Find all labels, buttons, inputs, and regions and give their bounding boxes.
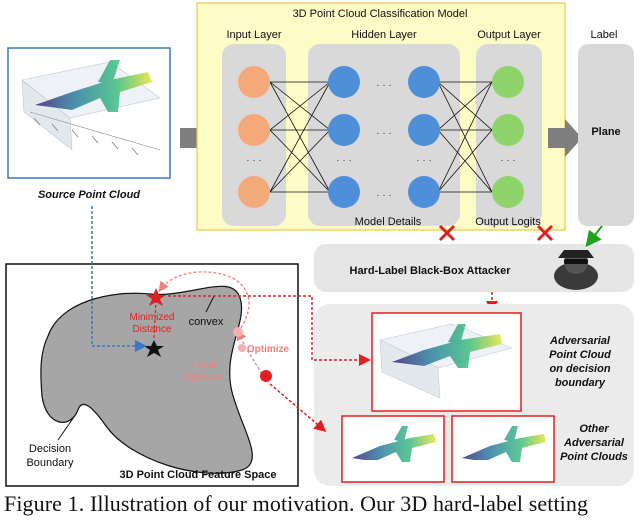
convex-label: convex [189, 316, 224, 328]
decision-boundary-pointer [57, 413, 77, 441]
adv-on-boundary-2: Point Cloud [549, 349, 611, 361]
input-node [238, 176, 270, 208]
local-optimum-point-2 [238, 344, 246, 352]
blocked-model-details-icon [438, 224, 456, 242]
decision-region [40, 285, 253, 474]
label-header: Label [591, 29, 618, 41]
hacker-icon [554, 250, 598, 290]
distance-line [153, 299, 157, 341]
blocked-output-logits-icon [536, 224, 554, 242]
attacker-panel: Hard-Label Black-Box Attacker [314, 224, 634, 313]
source-point-cloud-panel: Source Point Cloud [7, 47, 171, 201]
adv-other-2: Adversarial [563, 437, 625, 449]
classification-model: 3D Point Cloud Classification Model Inpu… [196, 2, 566, 231]
output-logits-label: Output Logits [475, 216, 541, 228]
output-dots: · · · [500, 155, 516, 166]
optimize-label: Optimize [247, 344, 290, 355]
hidden-node [408, 176, 440, 208]
hidden-node [328, 114, 360, 146]
input-node [238, 66, 270, 98]
input-layer-label: Input Layer [226, 29, 281, 41]
source-to-feature-arrow [91, 206, 147, 352]
adversarial-other-plot-2 [451, 415, 555, 483]
minimized-distance-2: Distance [133, 324, 172, 335]
arrow-model-to-label [548, 119, 582, 157]
label-value: Plane [591, 126, 620, 138]
source-caption: Source Point Cloud [38, 189, 140, 201]
adv-on-boundary-4: boundary [555, 377, 606, 389]
model-title: 3D Point Cloud Classification Model [293, 8, 468, 20]
minimize-path [158, 271, 250, 333]
adversarial-main-plot [371, 312, 522, 412]
start-point [260, 370, 272, 382]
output-layer-label: Output Layer [477, 29, 541, 41]
hidden-node [328, 66, 360, 98]
local-optimum-1: Local [192, 360, 216, 371]
output-nodes [492, 66, 524, 208]
input-nodes [238, 66, 270, 208]
input-dots: · · · [246, 155, 262, 166]
adv-on-boundary-1: Adversarial [549, 335, 611, 347]
hidden-layer-label: Hidden Layer [351, 29, 417, 41]
model-details-label: Model Details [355, 216, 422, 228]
decision-boundary-1: Decision [29, 443, 71, 455]
source-plane-points [35, 60, 152, 112]
source-star [144, 340, 164, 357]
adversarial-panel: Adversarial Point Cloud on decision boun… [314, 304, 634, 486]
feature-space-panel: 3D Point Cloud Feature Space Decision Bo… [5, 263, 371, 487]
decision-boundary-2: Boundary [26, 457, 74, 469]
output-node [492, 66, 524, 98]
label-panel: Label Plane [578, 29, 634, 226]
hidden-node [408, 114, 440, 146]
adversarial-other-plot-1 [341, 415, 445, 483]
hidden-node [408, 66, 440, 98]
connections [269, 81, 493, 193]
hidden-row-dots-1: · · · [376, 80, 392, 91]
local-optimum-point [233, 327, 243, 337]
output-node [492, 176, 524, 208]
hidden-node [328, 176, 360, 208]
minimized-distance-1: Minimized [129, 312, 174, 323]
adv-other-3: Point Clouds [560, 451, 628, 463]
attacker-title: Hard-Label Black-Box Attacker [350, 265, 512, 277]
source-plot [21, 60, 161, 156]
star-to-sample-arrow [168, 295, 371, 366]
hidden-nodes [328, 66, 440, 208]
output-node [492, 114, 524, 146]
hidden-row-dots-2: · · · [376, 128, 392, 139]
adv-on-boundary-3: on decision [549, 363, 610, 375]
hidden-row-dots-3: · · · [376, 190, 392, 201]
figure-caption: Figure 1. Illustration of our motivation… [4, 491, 589, 516]
local-optimum-2: Optimum [184, 372, 225, 383]
input-node [238, 114, 270, 146]
green-arrow [585, 225, 603, 248]
adv-other-1: Other [579, 423, 609, 435]
start-to-sample-arrow [269, 383, 327, 432]
adversarial-star [146, 288, 166, 306]
feature-space-title: 3D Point Cloud Feature Space [119, 469, 276, 481]
hidden-dots-2: · · · [416, 155, 432, 166]
hidden-dots-1: · · · [336, 155, 352, 166]
convex-pointer [205, 295, 215, 313]
